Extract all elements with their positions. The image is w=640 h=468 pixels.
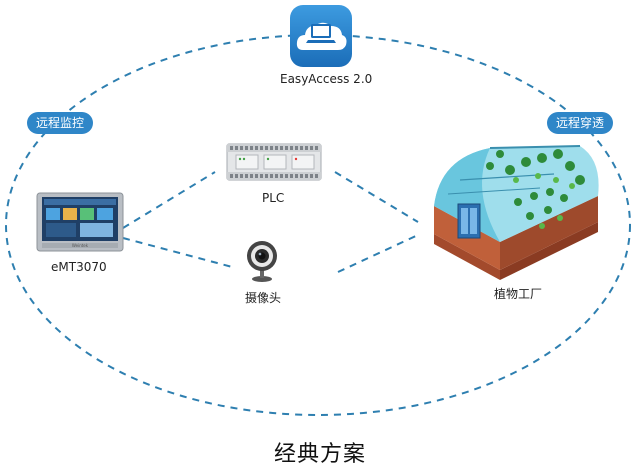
link-hmi-camera — [122, 237, 237, 269]
tag-remote-penetration: 远程穿透 — [547, 112, 614, 134]
camera-icon — [247, 241, 277, 282]
link-camera-factory — [337, 234, 419, 273]
easyaccess-node — [289, 4, 353, 68]
factory-label: 植物工厂 — [494, 287, 543, 301]
plc-node — [226, 138, 322, 186]
hmi-panel-icon — [36, 192, 124, 252]
greenhouse-icon — [434, 145, 599, 280]
camera-node — [246, 239, 278, 283]
hmi-label: eMT3070 — [51, 260, 107, 274]
plc-label: PLC — [262, 191, 285, 205]
hmi-brand: Weintek — [71, 243, 89, 248]
hmi-node: Weintek — [36, 192, 124, 252]
plc-icon — [226, 143, 322, 181]
diagram-title: 经典方案 — [273, 442, 366, 467]
cloud-laptop-icon — [290, 5, 352, 67]
cloud-label: EasyAccess 2.0 — [280, 72, 373, 86]
link-hmi-plc — [122, 171, 216, 229]
factory-node — [430, 140, 602, 280]
tag-remote-monitoring: 远程监控 — [27, 112, 94, 134]
camera-label: 摄像头 — [245, 291, 282, 305]
link-plc-factory — [334, 171, 419, 223]
